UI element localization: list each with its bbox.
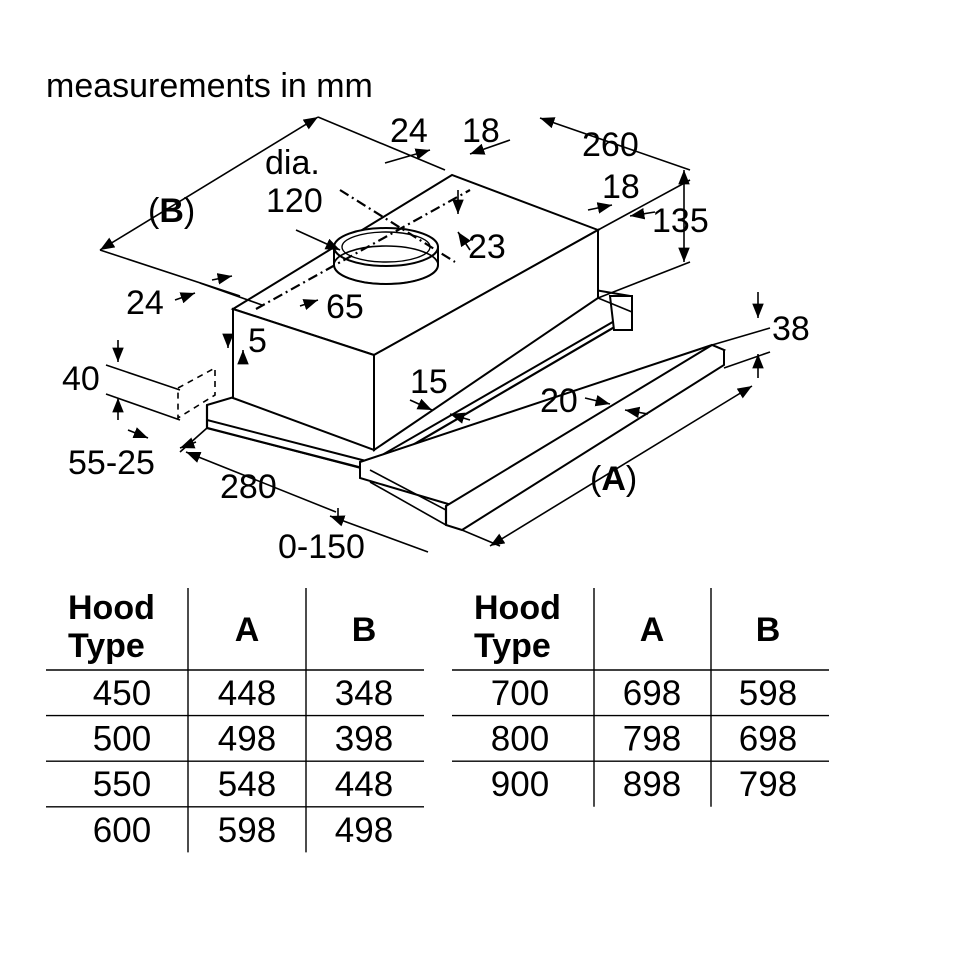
table-row: 450 448 348: [93, 674, 393, 713]
table-header-cell: B: [352, 611, 377, 649]
table-header-cell: A: [235, 611, 260, 649]
table-cell: 448: [218, 674, 276, 713]
table-cell: 498: [335, 811, 393, 850]
dim-24-top: 24: [390, 112, 428, 150]
dim-40: 40: [62, 360, 100, 398]
dim-dia: dia.: [265, 144, 320, 182]
dim-0-150: 0-150: [278, 528, 365, 566]
table-header-cell: A: [640, 611, 665, 649]
table-cell: 698: [739, 720, 797, 759]
table-cell: 600: [93, 811, 151, 850]
dim-135: 135: [652, 202, 709, 240]
dim-55-25: 55-25: [68, 444, 155, 482]
dim-120: 120: [266, 182, 323, 220]
table-row: 800 798 698: [491, 720, 797, 759]
table-cell: 798: [623, 720, 681, 759]
table-row: 700 698 598: [491, 674, 797, 713]
dim-280: 280: [220, 468, 277, 506]
table-cell: 550: [93, 765, 151, 804]
table-cell: 448: [335, 765, 393, 804]
table-cell: 498: [218, 720, 276, 759]
dim-65: 65: [326, 288, 364, 326]
dimension-lines: [99, 116, 771, 553]
table-header-cell: B: [756, 611, 781, 649]
dim-24-left: 24: [126, 284, 164, 322]
label-A: (A): [590, 460, 637, 498]
table-row: 600 598 498: [93, 811, 393, 850]
dim-20: 20: [540, 382, 578, 420]
measurements-caption: measurements in mm: [46, 67, 373, 105]
dim-260: 260: [582, 126, 639, 164]
dim-5: 5: [248, 322, 267, 360]
dim-18-top: 18: [462, 112, 500, 150]
table-cell: 598: [218, 811, 276, 850]
table-cell: 898: [623, 765, 681, 804]
table-row: 550 548 448: [93, 765, 393, 804]
label-B: (B): [148, 192, 195, 230]
table-cell: 500: [93, 720, 151, 759]
table-cell: 700: [491, 674, 549, 713]
table-cell: 598: [739, 674, 797, 713]
dim-38: 38: [772, 310, 810, 348]
table-cell: 348: [335, 674, 393, 713]
dim-23: 23: [468, 228, 506, 266]
table-row: 900 898 798: [491, 765, 797, 804]
dim-15: 15: [410, 363, 448, 401]
table-cell: 398: [335, 720, 393, 759]
table-cell: 900: [491, 765, 549, 804]
table-cell: 698: [623, 674, 681, 713]
table-cell: 450: [93, 674, 151, 713]
dimension-labels: 24 18 260 dia. 120 18 135 23 (B) 24 65 5…: [62, 112, 810, 566]
table-cell: 798: [739, 765, 797, 804]
dim-18-right: 18: [602, 168, 640, 206]
table-cell: 548: [218, 765, 276, 804]
table-row: 500 498 398: [93, 720, 393, 759]
exhaust-collar: [333, 227, 439, 285]
table-cell: 800: [491, 720, 549, 759]
